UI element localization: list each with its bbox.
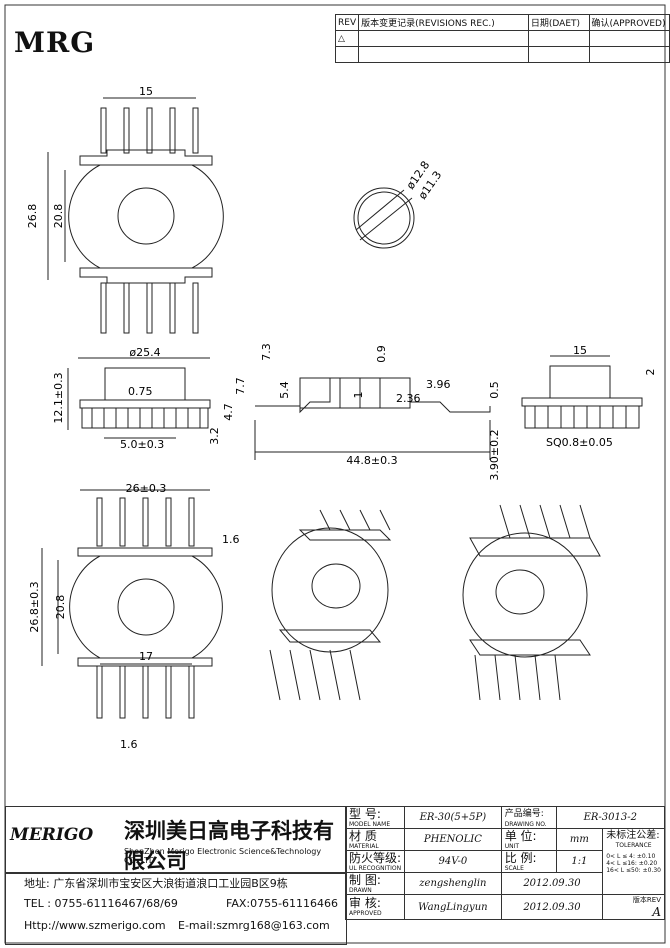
dim-right-15: 15 xyxy=(573,344,587,357)
iso-view-2 xyxy=(462,504,601,701)
top-view xyxy=(47,97,224,334)
ring-detail xyxy=(353,187,415,249)
dim-236: 2.36 xyxy=(396,392,421,405)
approved-date: 2012.09.30 xyxy=(500,894,604,920)
fire-label: 防火等级: xyxy=(349,850,402,865)
revision-table: REV 版本变更记录(REVISIONS REC.) 日期(DAET) 确认(A… xyxy=(334,14,670,63)
top-pins-lower xyxy=(100,282,199,334)
dim-208b: 20.8 xyxy=(54,595,67,620)
drawn-date: 2012.09.30 xyxy=(500,872,604,895)
drawing-no-label: 产品编号: xyxy=(504,808,544,819)
date-header: 日期(DAET) xyxy=(527,14,590,31)
dim-N: 26±0.3 xyxy=(126,482,167,495)
dim-L: 3.90±0.2 xyxy=(488,429,501,480)
tolerance-label-en: TOLERANCE xyxy=(615,842,652,849)
dim-32: 3.2 xyxy=(208,427,221,445)
drawing-no-label-en: DRAWING NO. xyxy=(504,820,547,828)
drawn-label-en: DRAWN xyxy=(349,886,372,894)
company-box: MERIGO 深圳美日高电子科技有限公司 ShenZhen Merigo Ele… xyxy=(5,806,347,874)
version-value: A xyxy=(652,905,661,919)
drawn-value: zengshenglin xyxy=(404,872,502,895)
rev-symbol: △ xyxy=(334,30,360,47)
side-view-left xyxy=(67,357,211,439)
dim-H: 4.7 xyxy=(222,403,235,421)
bottom-view xyxy=(41,489,223,719)
dim-B: 20.8 xyxy=(52,204,65,229)
address: 地址: 广东省深圳市宝安区大浪街道浪口工业园B区9栋 xyxy=(24,877,288,890)
dim-O: 26.8±0.3 xyxy=(28,581,41,632)
dim-396: 3.96 xyxy=(426,378,451,391)
tel: TEL : 0755-61116467/68/69 xyxy=(24,897,178,910)
version-label: 版本REV xyxy=(632,896,661,904)
approved-label-en: APPROVED xyxy=(349,910,382,917)
dim-1: 1 xyxy=(352,392,365,399)
company-en: ShenZhen Merigo Electronic Science&Techn… xyxy=(124,847,322,865)
approved-header: 确认(APPROVED) xyxy=(588,14,670,31)
merigo-logo: MERIGO xyxy=(10,825,94,845)
dim-K: 44.8±0.3 xyxy=(346,454,397,467)
dim-075: 0.75 xyxy=(128,385,153,398)
model-value: ER-30(5+5P) xyxy=(404,806,502,829)
dim-09: 0.9 xyxy=(375,345,388,363)
iso-view-1 xyxy=(269,509,392,701)
address-box: 地址: 广东省深圳市宝安区大浪街道浪口工业园B区9栋 TEL : 0755-61… xyxy=(5,872,347,945)
unit-label-en: UNIT xyxy=(504,842,520,850)
dim-16a: 1.6 xyxy=(222,533,240,546)
dim-16b: 1.6 xyxy=(120,738,138,751)
title-block-table: 型 号:MODEL NAME ER-30(5+5P) 产品编号:DRAWING … xyxy=(344,806,666,920)
dim-05: 0.5 xyxy=(488,381,501,399)
tolerance-label: 未标注公差: xyxy=(606,830,660,841)
drawing-no-value: ER-3013-2 xyxy=(555,806,666,829)
rev-header: REV xyxy=(334,14,360,31)
fire-value: 94V-0 xyxy=(404,850,502,873)
material-label: 材 质 xyxy=(349,828,377,843)
tol-1: 0< L ≤ 4: ±0.10 xyxy=(606,853,656,860)
dim-A: 26.8 xyxy=(26,204,39,229)
fire-label-en: UL RECOGNITION xyxy=(349,864,402,872)
unit-value: mm xyxy=(555,828,604,851)
dim-M: SQ0.8±0.05 xyxy=(546,436,613,449)
scale-label-en: SCALE xyxy=(504,864,524,872)
dim-I: 7.3 xyxy=(260,343,273,361)
dim-J: 5.4 xyxy=(278,381,291,399)
approved-label: 审 核: xyxy=(349,896,381,910)
http: Http://www.szmerigo.com xyxy=(24,919,166,932)
dim-F: 12.1±0.3 xyxy=(52,372,65,423)
top-pins-upper xyxy=(100,107,199,154)
scale-label: 比 例: xyxy=(504,850,537,865)
dim-77: 7.7 xyxy=(234,377,247,395)
fax: FAX:0755-61116466 xyxy=(226,897,339,910)
mrg-logo: MRG xyxy=(14,26,96,59)
approved-value: WangLingyun xyxy=(404,894,502,920)
dim-G: 5.0±0.3 xyxy=(120,438,164,451)
drawn-label: 制 图: xyxy=(349,872,381,887)
material-value: PHENOLIC xyxy=(404,828,502,851)
rev-record-header: 版本变更记录(REVISIONS REC.) xyxy=(358,14,529,31)
side-view-right xyxy=(521,355,643,429)
side-view-center xyxy=(254,377,491,460)
tol-2: 4< L ≤16: ±0.20 xyxy=(606,860,658,867)
model-label-en: MODEL NAME xyxy=(349,820,391,828)
scale-value: 1:1 xyxy=(555,850,604,873)
material-label-en: MATERIAL xyxy=(349,842,379,850)
sheet-border xyxy=(4,4,666,944)
company-cn: 深圳美日高电子科技有限公司 xyxy=(124,819,334,873)
dim-top-15: 15 xyxy=(139,85,153,98)
tol-3: 16< L ≤50: ±0.30 xyxy=(606,867,661,874)
unit-label: 单 位: xyxy=(504,828,537,843)
model-label: 型 号: xyxy=(349,806,381,821)
email: E-mail:szmrg168@163.com xyxy=(178,919,330,932)
dim-E: ø25.4 xyxy=(129,346,160,359)
dim-right-2: 2 xyxy=(644,369,657,376)
dim-17: 17 xyxy=(139,650,153,663)
